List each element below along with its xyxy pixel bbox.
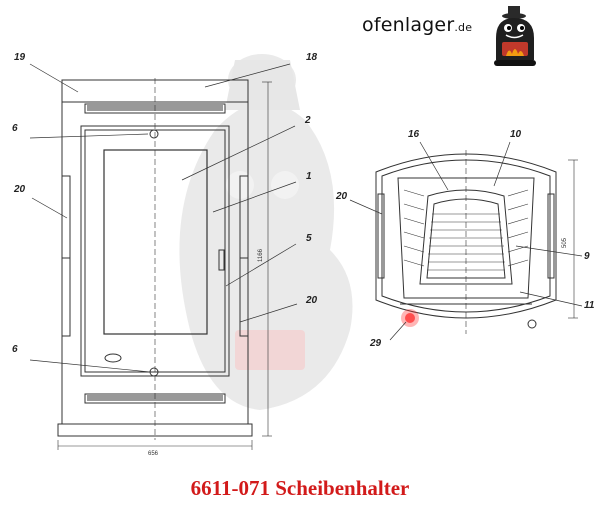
callout-1: 1 bbox=[306, 171, 312, 182]
front-view-leaders bbox=[29, 63, 298, 373]
callout-10: 10 bbox=[510, 129, 522, 140]
callout-16: 16 bbox=[408, 129, 420, 140]
callout-19: 19 bbox=[14, 52, 26, 63]
callout-2: 2 bbox=[304, 115, 311, 126]
stove-mascot-logo-icon bbox=[494, 6, 536, 66]
callout-20-right: 20 bbox=[305, 295, 318, 306]
watermark-mascot-icon bbox=[179, 54, 353, 410]
top-view-drawing bbox=[375, 150, 578, 334]
callout-18: 18 bbox=[306, 52, 318, 63]
callout-6-top: 6 bbox=[12, 123, 18, 134]
callout-9: 9 bbox=[584, 251, 590, 262]
callout-6-bottom: 6 bbox=[12, 344, 18, 355]
front-view-drawing bbox=[57, 78, 272, 450]
part-caption: 6611-071 Scheibenhalter bbox=[190, 476, 410, 500]
brand-logo[interactable]: ofenlager.de bbox=[362, 14, 472, 36]
callout-29: 29 bbox=[369, 338, 382, 349]
dimension-depth-label: 505 bbox=[562, 237, 568, 248]
callout-20-top-view: 20 bbox=[335, 191, 348, 202]
top-view-leaders bbox=[349, 141, 583, 341]
dimension-height-label: 1166 bbox=[258, 248, 264, 262]
brand-name: ofenlager bbox=[362, 14, 455, 36]
brand-tld: .de bbox=[454, 21, 473, 34]
callout-20-left: 20 bbox=[13, 184, 26, 195]
callout-5: 5 bbox=[306, 233, 312, 244]
callout-11: 11 bbox=[584, 300, 595, 311]
dimension-width-label: 656 bbox=[148, 451, 159, 457]
